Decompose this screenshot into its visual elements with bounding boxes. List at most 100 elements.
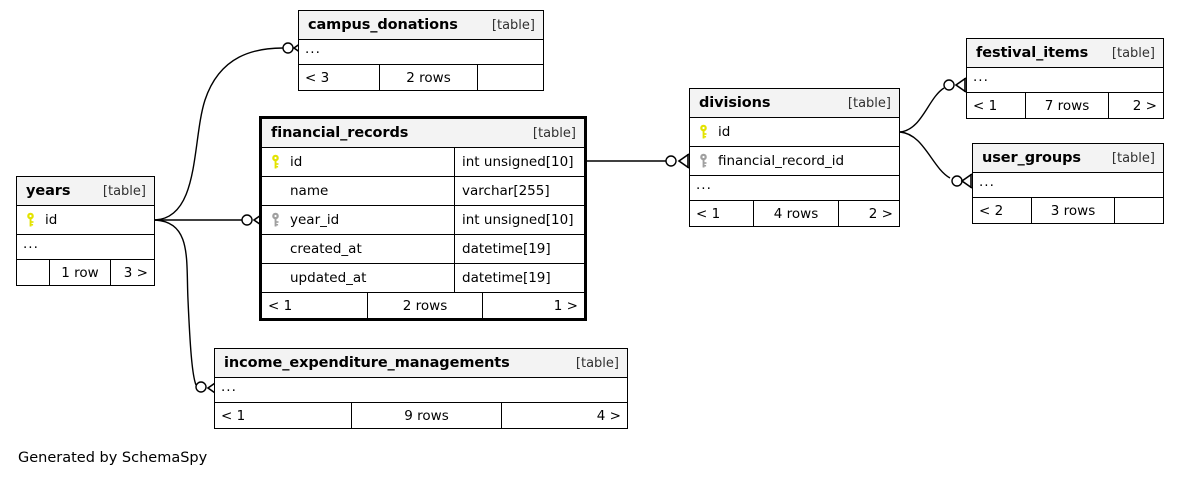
- column-name-label: financial_record_id: [718, 153, 845, 169]
- column-name-label: updated_at: [290, 270, 367, 286]
- ellipsis-label: ...: [696, 177, 712, 193]
- table-type-tag: [table]: [1111, 45, 1155, 61]
- column-type-cell: datetime[19]: [454, 264, 584, 292]
- ellipsis-label: ...: [221, 379, 237, 395]
- table-type-tag: [table]: [575, 355, 619, 371]
- ellipsis-label: ...: [979, 174, 995, 190]
- column-type-cell: varchar[255]: [454, 177, 584, 205]
- table-type-tag: [table]: [1111, 150, 1155, 166]
- edge-years-to-income-expenditure-managements: [154, 219, 219, 396]
- table-type-tag: [table]: [102, 183, 146, 199]
- column-name-cell: id: [690, 118, 901, 146]
- foreign-key-icon: [698, 153, 714, 169]
- column-row-id[interactable]: id: [17, 206, 154, 235]
- table-user_groups[interactable]: user_groups [table]... < 2 3 rows: [972, 143, 1164, 224]
- table-header-festival_items: festival_items[table]: [967, 39, 1163, 68]
- column-row-name[interactable]: name varchar[255]: [262, 177, 584, 206]
- footer-children-count[interactable]: 3 >: [110, 260, 154, 285]
- primary-key-icon: [698, 124, 714, 140]
- table-title: user_groups: [982, 150, 1081, 166]
- table-header-years: years[table]: [17, 177, 154, 206]
- column-name-label: id: [718, 124, 731, 140]
- edge-financial-records-to-divisions: [587, 153, 690, 169]
- column-name-label: created_at: [290, 241, 362, 257]
- column-row-id[interactable]: id int unsigned[10]: [262, 148, 584, 177]
- footer-children-count[interactable]: [477, 65, 543, 90]
- table-footer-user_groups: < 2 3 rows: [973, 198, 1163, 223]
- table-header-campus_donations: campus_donations[table]: [299, 11, 543, 40]
- column-row-id[interactable]: id: [690, 118, 899, 147]
- footer-parents-count[interactable]: < 1: [268, 297, 293, 314]
- column-name-cell: financial_record_id: [690, 147, 901, 175]
- footer-row-count[interactable]: 1 row: [49, 260, 110, 285]
- column-type-cell: datetime[19]: [454, 235, 584, 263]
- primary-key-icon: [25, 212, 41, 228]
- table-title: income_expenditure_managements: [224, 355, 510, 371]
- table-footer-campus_donations: < 3 2 rows: [299, 65, 543, 90]
- table-header-user_groups: user_groups [table]: [973, 144, 1163, 173]
- footer-parents-count[interactable]: < 2: [979, 202, 1004, 219]
- table-title: financial_records: [271, 125, 409, 141]
- footer-parents-count[interactable]: < 3: [305, 69, 330, 86]
- column-type-cell: int unsigned[10]: [454, 148, 584, 176]
- table-header-financial_records: financial_records [table]: [262, 119, 584, 148]
- column-name-cell: year_id: [262, 206, 454, 234]
- column-name-cell: id: [17, 206, 156, 234]
- footer-parents-count[interactable]: < 1: [973, 97, 998, 114]
- column-row-created_at[interactable]: created_at datetime[19]: [262, 235, 584, 264]
- column-name-label: name: [290, 183, 329, 199]
- more-columns-ellipsis: ...: [967, 68, 1163, 93]
- footer-row-count[interactable]: 3 rows: [1031, 198, 1114, 223]
- more-columns-ellipsis: ...: [17, 235, 154, 260]
- more-columns-ellipsis: ...: [690, 176, 899, 201]
- footer-row-count[interactable]: 7 rows: [1025, 93, 1108, 118]
- column-name-cell: name: [262, 177, 454, 205]
- footer-row-count[interactable]: 2 rows: [379, 65, 477, 90]
- footer-children-count[interactable]: 1 >: [482, 293, 584, 318]
- footer-parents-count[interactable]: [17, 260, 49, 285]
- table-type-tag: [table]: [532, 125, 576, 141]
- table-title: divisions: [699, 95, 771, 111]
- edge-divisions-to-user-groups: [899, 131, 973, 189]
- footer-children-count[interactable]: 2 >: [838, 201, 899, 226]
- table-type-tag: [table]: [847, 95, 891, 111]
- primary-key-icon: [270, 154, 286, 170]
- table-income_expenditure_managements[interactable]: income_expenditure_managements [table]...…: [214, 348, 628, 429]
- more-columns-ellipsis: ...: [215, 378, 627, 403]
- footer-row-count[interactable]: 9 rows: [351, 403, 501, 428]
- edge-years-to-financial-records: [155, 212, 265, 228]
- footer-parents-count[interactable]: < 1: [696, 205, 721, 222]
- column-name-cell: id: [262, 148, 454, 176]
- edge-divisions-to-festival-items: [899, 77, 967, 133]
- column-name-label: id: [290, 154, 303, 170]
- column-name-cell: created_at: [262, 235, 454, 263]
- column-name-label: id: [45, 212, 58, 228]
- footer-children-count[interactable]: 2 >: [1108, 93, 1163, 118]
- footer-children-count[interactable]: [1114, 198, 1163, 223]
- more-columns-ellipsis: ...: [973, 173, 1163, 198]
- footer-row-count[interactable]: 2 rows: [367, 293, 482, 318]
- footer-children-count[interactable]: 4 >: [501, 403, 627, 428]
- column-type-cell: int unsigned[10]: [454, 206, 584, 234]
- column-name-cell: updated_at: [262, 264, 454, 292]
- ellipsis-label: ...: [23, 236, 39, 252]
- table-financial_records[interactable]: financial_records [table] id int unsigned[1…: [259, 116, 587, 321]
- table-type-tag: [table]: [491, 17, 535, 33]
- footer-row-count[interactable]: 4 rows: [753, 201, 838, 226]
- column-row-financial_record_id[interactable]: financial_record_id: [690, 147, 899, 176]
- footer-parents-count[interactable]: < 1: [221, 407, 246, 424]
- table-divisions[interactable]: divisions [table] id financial_record_id...…: [689, 88, 900, 227]
- generated-by-caption: Generated by SchemaSpy: [18, 450, 208, 466]
- table-header-divisions: divisions [table]: [690, 89, 899, 118]
- column-row-updated_at[interactable]: updated_at datetime[19]: [262, 264, 584, 293]
- foreign-key-icon: [270, 212, 286, 228]
